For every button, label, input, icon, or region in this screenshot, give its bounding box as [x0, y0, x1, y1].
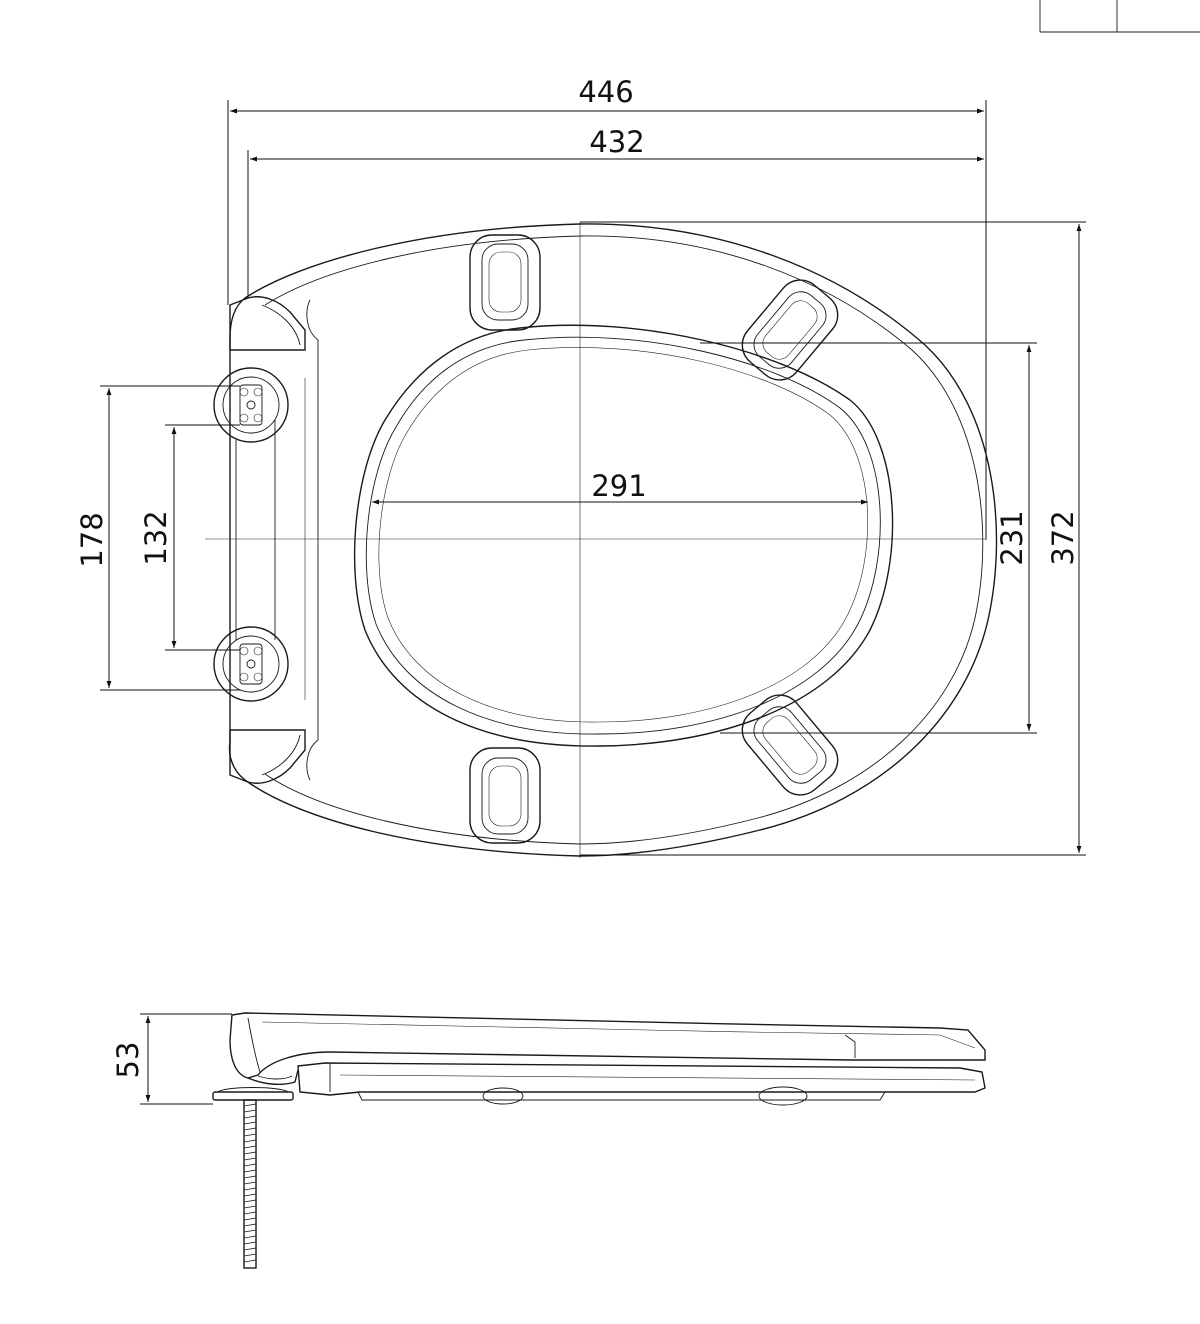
- seat-rib: [306, 299, 319, 781]
- dim-label-178: 178: [75, 512, 109, 567]
- seat-opening-inner-2: [378, 347, 869, 723]
- seat-side-view: [140, 1012, 986, 1269]
- bumper-bottom-left: [469, 747, 541, 844]
- dim-label-372: 372: [1046, 510, 1080, 565]
- bumper-top-left: [469, 234, 541, 331]
- hinge-top: [213, 367, 289, 443]
- dim-label-53: 53: [111, 1042, 145, 1079]
- lid-profile: [229, 1012, 986, 1079]
- seat-top-view: [205, 222, 998, 858]
- dim-label-132: 132: [139, 510, 173, 565]
- seat-ring-profile: [297, 1062, 986, 1096]
- bumper-top-right: [741, 279, 839, 381]
- title-block-corner: [1039, 0, 1200, 33]
- seat-outer-inset: [264, 235, 984, 845]
- seat-opening-outer: [353, 324, 894, 747]
- dim-label-446: 446: [578, 75, 633, 109]
- seat-opening-inner: [365, 336, 881, 735]
- dim-label-432: 432: [589, 125, 644, 159]
- dimension-lines: [100, 100, 1086, 856]
- bumper-bottom-right: [741, 694, 839, 796]
- seat-outer-outline: [228, 223, 998, 857]
- hinge-bottom: [213, 626, 289, 702]
- dim-label-231: 231: [995, 510, 1029, 565]
- dim-label-291: 291: [591, 469, 646, 503]
- hinge-base-profile: [247, 1069, 299, 1086]
- hinge-block-top: [229, 296, 306, 351]
- hinge-block-bottom: [229, 729, 306, 784]
